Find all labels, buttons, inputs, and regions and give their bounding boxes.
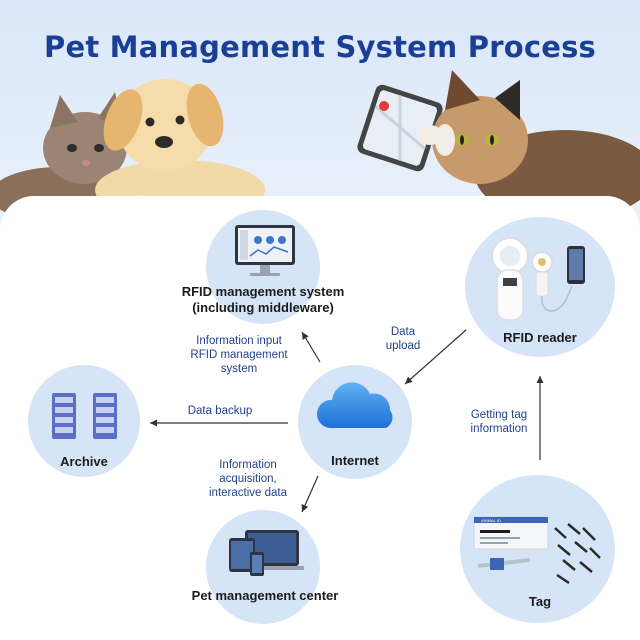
edge-label-getting-tag-line1: Getting tag — [470, 409, 528, 421]
rfid-system-label-line2: (including middleware) — [192, 300, 334, 315]
tag-box-text: ANIMAL ID — [481, 518, 501, 523]
edge-label-info-acq-line3: interactive data — [209, 487, 287, 499]
tag-label: Tag — [528, 594, 552, 609]
cloud-icon — [316, 382, 393, 428]
rfid-system-label: RFID management system (including middle… — [150, 284, 376, 316]
arrow-internet-to-pet-center — [301, 475, 319, 513]
phone-map-image — [357, 84, 443, 172]
rfid-reader-label: RFID reader — [503, 330, 577, 345]
edge-label-data-upload: Data upload — [374, 325, 432, 353]
page-title: Pet Management System Process — [44, 30, 596, 64]
internet-label: Internet — [331, 453, 379, 468]
edge-label-getting-tag-line2: information — [470, 423, 528, 435]
rfid-system-label-line1: RFID management system — [181, 284, 345, 299]
edge-label-info-input-line1: Information input — [196, 335, 282, 347]
edge-label-info-input: Information input RFID management system — [180, 334, 298, 376]
arrow-internet-to-rfid-system — [301, 331, 321, 363]
monitor-icon — [235, 225, 295, 276]
devices-icon — [229, 530, 304, 576]
pet-center-label: Pet management center — [191, 588, 339, 603]
edge-label-data-backup: Data backup — [187, 405, 253, 417]
edge-label-getting-tag: Getting tag information — [454, 408, 544, 436]
server-rack-icon — [52, 393, 117, 439]
edge-label-info-acq-line2: acquisition, — [219, 473, 277, 485]
arrow-reader-to-internet — [404, 329, 467, 385]
edge-label-info-input-line2: RFID management — [190, 349, 288, 361]
edge-label-info-input-line3: system — [220, 363, 258, 375]
rfid-reader-device-icon — [491, 237, 585, 321]
edge-label-data-upload-line2: upload — [385, 340, 421, 352]
edge-label-info-acq: Information acquisition, interactive dat… — [196, 458, 300, 500]
archive-label: Archive — [60, 454, 108, 469]
edge-label-data-upload-line1: Data — [390, 326, 416, 338]
tag-kit-icon — [473, 516, 601, 585]
archive-circle — [28, 365, 140, 477]
edge-label-info-acq-line1: Information — [219, 459, 277, 471]
